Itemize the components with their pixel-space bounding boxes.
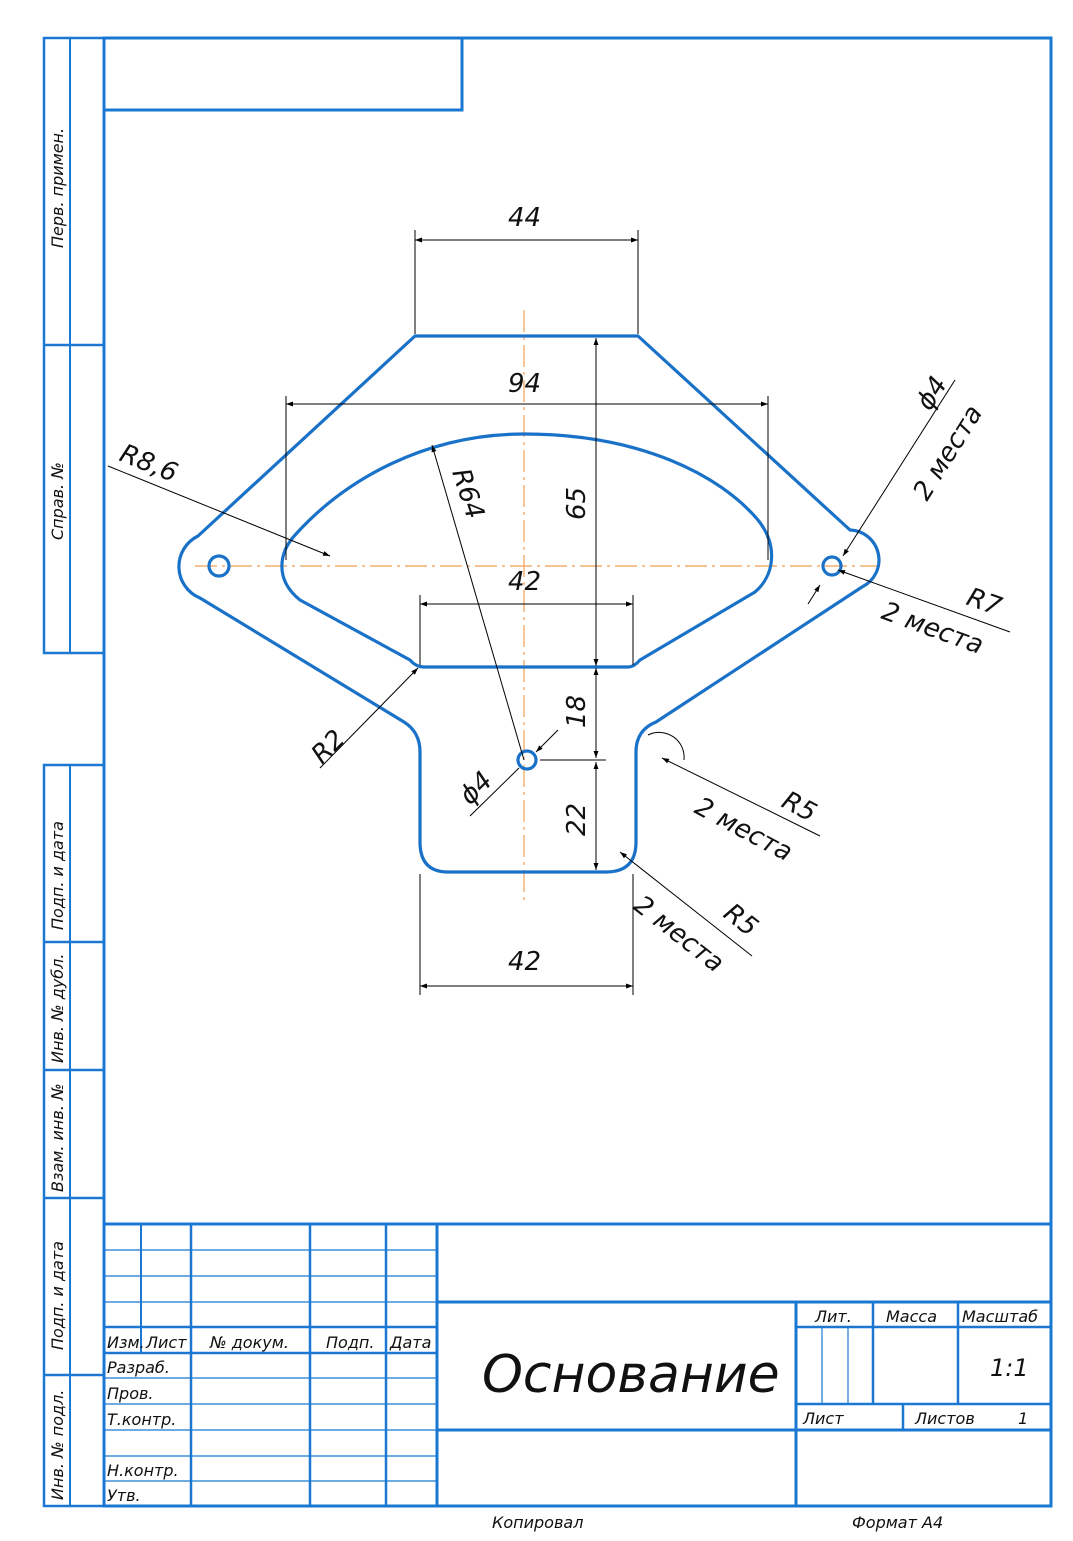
dim-phi4-right: ϕ4 [910, 371, 953, 415]
left-upper-strip [42, 36, 106, 655]
dim-65: 65 [562, 487, 592, 520]
stamp-inv-podl: Инв. № подл. [48, 1390, 67, 1500]
stamp-vzam-inv: Взам. инв. № [48, 1083, 67, 1192]
role-razrab: Разраб. [107, 1358, 170, 1377]
dim-r2: R2 [306, 724, 352, 770]
cell-sheets: Листов [914, 1409, 975, 1428]
stamp-inv-dubl: Инв. № дубл. [48, 954, 67, 1063]
dim-r5-lower-count: 2 места [628, 890, 730, 979]
cell-lit: Лит. [814, 1307, 852, 1326]
role-utv: Утв. [107, 1486, 141, 1505]
cell-scale-value: 1:1 [990, 1354, 1029, 1382]
dim-22: 22 [562, 803, 592, 836]
role-nkontr: Н.контр. [107, 1461, 179, 1480]
footer-copied: Копировал [492, 1513, 583, 1532]
dim-phi4-center: ϕ4 [454, 766, 499, 811]
hole-left [207, 554, 231, 578]
header-doc-no: № докум. [209, 1333, 289, 1352]
part-outline [177, 334, 881, 874]
stamp-podp-data-2: Подп. и дата [48, 1241, 67, 1350]
stamp-sprav-no: Справ. № [48, 462, 67, 540]
dim-94: 94 [508, 369, 541, 399]
drawing-title: Основание [482, 1345, 780, 1405]
dim-r86: R8,6 [115, 439, 181, 489]
header-podp: Подп. [326, 1333, 374, 1352]
dim-r5-upper: R5 [777, 786, 822, 829]
cell-masshtab: Масштаб [962, 1307, 1038, 1326]
title-block: Изм. Лист № докум. Подп. Дата Разраб. Пр… [104, 1222, 1051, 1506]
drawing-frame: Перв. примен. Справ. № Подп. и дата Инв.… [42, 36, 1053, 1508]
dim-42-bottom: 42 [508, 947, 541, 977]
role-tkontr: Т.контр. [107, 1410, 176, 1429]
header-izm: Изм. [107, 1333, 145, 1352]
inner-cutout [280, 432, 774, 669]
cell-sheets-value: 1 [1018, 1409, 1028, 1428]
header-data: Дата [389, 1333, 431, 1352]
dim-r7: R7 [963, 582, 1006, 622]
header-list: Лист [145, 1333, 187, 1352]
left-lower-strip [42, 763, 106, 1508]
dim-phi4-right-count: 2 места [907, 400, 989, 506]
role-prov: Пров. [107, 1384, 154, 1403]
footer: Копировал Формат А4 [492, 1513, 943, 1532]
stamp-perv-primen: Перв. примен. [48, 128, 67, 248]
hole-right [821, 555, 843, 577]
dimension-texts: 44 94 42 42 65 18 22 R64 R8,6 R2 ϕ4 2 ме… [115, 203, 1005, 979]
dimension-lines [107, 230, 1011, 995]
dim-18: 18 [562, 695, 592, 728]
dim-r5-lower: R5 [718, 898, 764, 943]
hole-center [516, 749, 538, 771]
footer-format: Формат А4 [852, 1513, 943, 1532]
dim-42-inner: 42 [508, 567, 541, 597]
cell-massa: Масса [886, 1307, 937, 1326]
cell-sheet: Лист [802, 1409, 844, 1428]
dim-44: 44 [508, 203, 541, 233]
stamp-podp-data-1: Подп. и дата [48, 821, 67, 930]
